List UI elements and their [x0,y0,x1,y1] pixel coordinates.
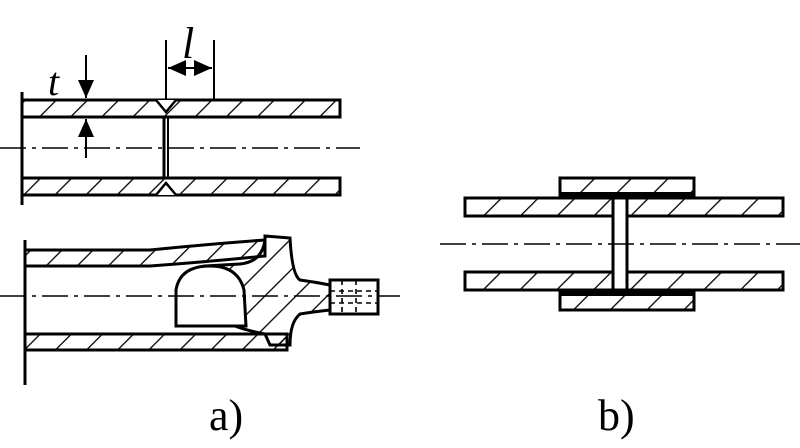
label-length-l: l [182,19,194,68]
panel-b-sleeve-joint [440,176,800,312]
panel-a-top-pipe [0,92,360,205]
label-thickness-t: t [48,59,60,104]
mandrel-shaft [328,278,380,316]
label-panel-a: a) [209,391,243,440]
dimension-l [165,40,215,100]
top-pipe-lower-wall [20,176,342,197]
dimension-t [70,55,96,158]
expander-upper-wall [23,238,267,268]
panel-a-bottom-expander [0,234,400,385]
label-panel-b: b) [598,391,635,440]
expander-lower-wall [23,332,289,352]
top-pipe-upper-wall [20,98,342,119]
